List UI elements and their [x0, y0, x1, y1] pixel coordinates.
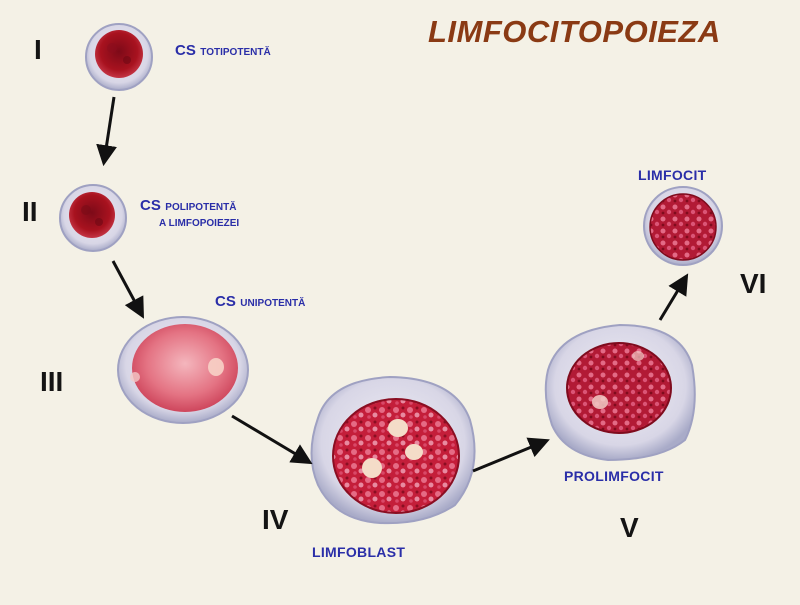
stage-1-roman: I: [34, 34, 42, 65]
stage-5-label: PROLIMFOCIT: [564, 468, 664, 484]
cell-stage-3: [117, 316, 249, 424]
stage-2-label: CS POLIPOTENTĂ: [140, 197, 236, 215]
stage-1-label-sub: TOTIPOTENTĂ: [200, 47, 271, 58]
cell-4-nucleolus-1: [388, 419, 408, 437]
cell-4-nucleolus-2: [405, 444, 423, 460]
cell-5-nucleus: [566, 342, 672, 434]
arrow-5-to-6: [658, 273, 689, 321]
cell-3-nucleolus: [208, 358, 224, 376]
cell-3-nucleus: [132, 324, 238, 412]
stage-1-label: CS TOTIPOTENTĂ: [175, 42, 271, 60]
stage-1-label-main: CS: [175, 42, 196, 59]
diagram-title: LIMFOCITOPOIEZA: [428, 14, 721, 49]
arrow-2-to-3: [111, 260, 144, 319]
stage-2-label-main: CS: [140, 197, 161, 214]
arrow-1-to-2: [96, 96, 117, 167]
cell-4-nucleus: [332, 398, 460, 514]
cell-5-nucleolus: [592, 395, 608, 409]
cell-stage-4: [310, 375, 476, 525]
stage-6-roman: VI: [740, 268, 767, 299]
stage-4-roman: IV: [262, 504, 289, 535]
stage-6-label: LIMFOCIT: [638, 167, 707, 183]
cell-stage-2: [59, 184, 127, 252]
cell-stage-5: [544, 323, 696, 462]
cell-stage-1: [85, 23, 153, 91]
cell-6-nucleus: [649, 193, 717, 261]
cell-4-nucleolus-3: [362, 458, 382, 478]
stage-2-label-sub: POLIPOTENTĂ: [165, 202, 237, 213]
cell-2-nucleus: [69, 192, 115, 238]
cell-stage-6: [643, 186, 723, 266]
arrow-4-to-5: [472, 437, 550, 473]
stage-2-roman: II: [22, 196, 38, 227]
stage-3-label-sub: UNIPOTENTĂ: [240, 298, 306, 309]
stage-4-label: LIMFOBLAST: [312, 544, 406, 560]
stage-2-label-sub2: A LIMFOPOIEZEI: [159, 218, 240, 229]
stage-5-roman: V: [620, 512, 639, 543]
cell-1-nucleus: [95, 30, 143, 78]
stage-3-label-main: CS: [215, 293, 236, 310]
stage-3-roman: III: [40, 366, 64, 397]
stage-3-label: CS UNIPOTENTĂ: [215, 293, 305, 311]
stage-2-label-line2: A LIMFOPOIEZEI: [159, 213, 239, 231]
arrow-3-to-4: [231, 414, 313, 465]
